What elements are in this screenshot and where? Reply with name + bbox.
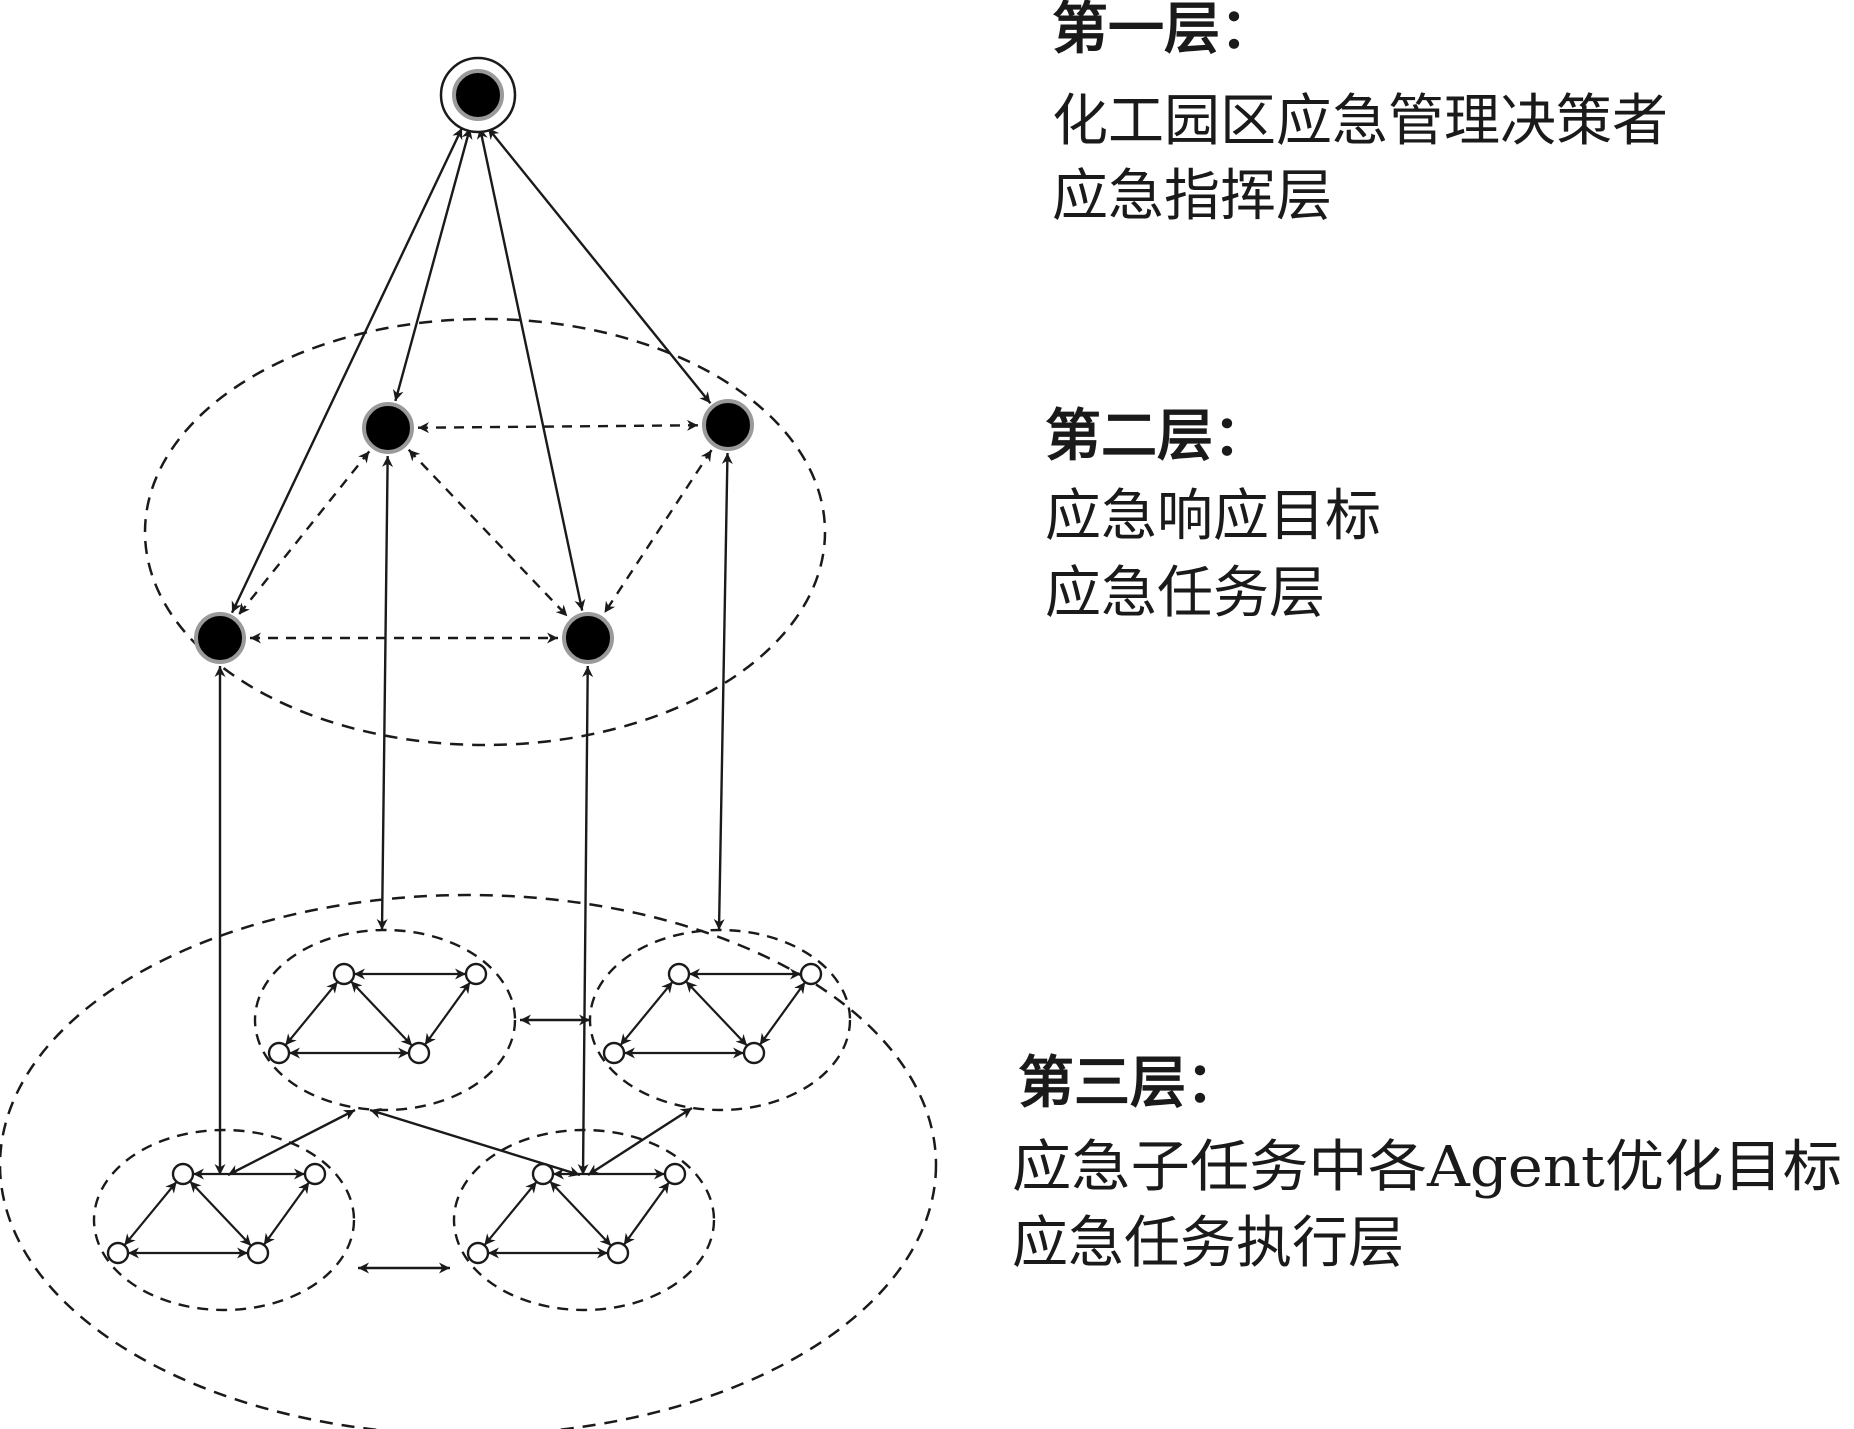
edge-top-b bbox=[487, 127, 712, 404]
cluster-upper-left-agent-4 bbox=[407, 1041, 431, 1065]
cluster-upper-right-edge-13 bbox=[619, 981, 674, 1046]
top-node bbox=[452, 69, 504, 121]
cluster-upper-left-edge-13 bbox=[284, 981, 339, 1046]
layer-1-line-2: 应急指挥层 bbox=[1052, 164, 1332, 229]
edge-top-a bbox=[392, 127, 473, 402]
cluster-upper-right bbox=[588, 928, 852, 1112]
cluster-upper-right-edge-14 bbox=[685, 980, 748, 1047]
layer-3-line-1: 应急子任务中各Agent优化目标 bbox=[1012, 1135, 1842, 1200]
cluster-upper-right-edge-24 bbox=[758, 981, 807, 1046]
cluster-lower-right-edge-24 bbox=[622, 1181, 671, 1246]
cluster-lower-right-agent-2 bbox=[663, 1162, 687, 1186]
cluster-lower-left bbox=[92, 1128, 356, 1312]
cluster-upper-left-agent-1 bbox=[332, 962, 356, 986]
layer-2-line-2: 应急任务层 bbox=[1045, 561, 1325, 626]
layer2-node-d bbox=[562, 612, 614, 664]
cluster-upper-left-edge-24 bbox=[423, 981, 472, 1046]
cluster-upper-left-agent-3 bbox=[267, 1041, 291, 1065]
connection-edges bbox=[123, 127, 807, 1274]
cluster-lower-left-agent-2 bbox=[303, 1162, 327, 1186]
edge-b-d bbox=[603, 449, 713, 614]
layer-3-line-2: 应急任务执行层 bbox=[1012, 1211, 1404, 1276]
edge-a-c bbox=[237, 450, 371, 616]
layer-2-heading: 第二层： bbox=[1045, 403, 1269, 469]
cluster-lower-right-agent-3 bbox=[466, 1241, 490, 1265]
edge-a-ul bbox=[376, 455, 394, 931]
edge-top-d bbox=[476, 127, 586, 611]
edge-d-lr bbox=[577, 665, 594, 1176]
edge-ur-lr bbox=[587, 1106, 693, 1177]
layer2-node-a bbox=[362, 402, 414, 454]
layer2-node-c bbox=[194, 612, 246, 664]
edge-top-c bbox=[230, 127, 464, 614]
edge-b-ur bbox=[713, 452, 733, 931]
cluster-lower-right-edge-13 bbox=[483, 1181, 538, 1246]
cluster-lower-left-agent-4 bbox=[246, 1241, 270, 1265]
layer-2-line-1: 应急响应目标 bbox=[1045, 484, 1381, 549]
cluster-upper-left-agent-2 bbox=[464, 962, 488, 986]
cluster-upper-right-agent-4 bbox=[742, 1041, 766, 1065]
layer-2-label: 第二层： 应急响应目标 应急任务层 bbox=[1045, 403, 1381, 626]
layer2-node-b bbox=[702, 399, 754, 451]
cluster-lower-left-edge-13 bbox=[123, 1181, 178, 1246]
layer-1-label: 第一层： 化工园区应急管理决策者 应急指挥层 bbox=[1052, 0, 1668, 229]
diagram-nodes bbox=[106, 56, 823, 1265]
cluster-lower-left-edge-14 bbox=[189, 1180, 252, 1247]
layer-3-label: 第三层： 应急子任务中各Agent优化目标 应急任务执行层 bbox=[1012, 1050, 1842, 1276]
layer-1-heading: 第一层： bbox=[1052, 0, 1276, 62]
cluster-lower-right-agent-1 bbox=[531, 1162, 555, 1186]
cluster-lower-right-edge-14 bbox=[549, 1180, 612, 1247]
layer-3-heading: 第三层： bbox=[1018, 1050, 1242, 1116]
cluster-upper-left bbox=[253, 928, 517, 1112]
layer-1-line-1: 化工园区应急管理决策者 bbox=[1052, 89, 1668, 154]
cluster-lower-right-agent-4 bbox=[606, 1241, 630, 1265]
layer2-boundary bbox=[143, 317, 827, 747]
cluster-upper-right-agent-1 bbox=[667, 962, 691, 986]
cluster-upper-right-agent-2 bbox=[799, 962, 823, 986]
cluster-lower-left-agent-1 bbox=[171, 1162, 195, 1186]
edge-a-d bbox=[407, 448, 569, 618]
edge-ul-ll bbox=[227, 1108, 356, 1177]
layer3-boundary bbox=[0, 893, 938, 1429]
cluster-upper-left-edge-14 bbox=[350, 980, 413, 1047]
cluster-lower-left-agent-3 bbox=[106, 1241, 130, 1265]
cluster-lower-left-edge-24 bbox=[262, 1181, 311, 1246]
cluster-upper-right-agent-3 bbox=[602, 1041, 626, 1065]
edge-a-b bbox=[417, 419, 699, 434]
